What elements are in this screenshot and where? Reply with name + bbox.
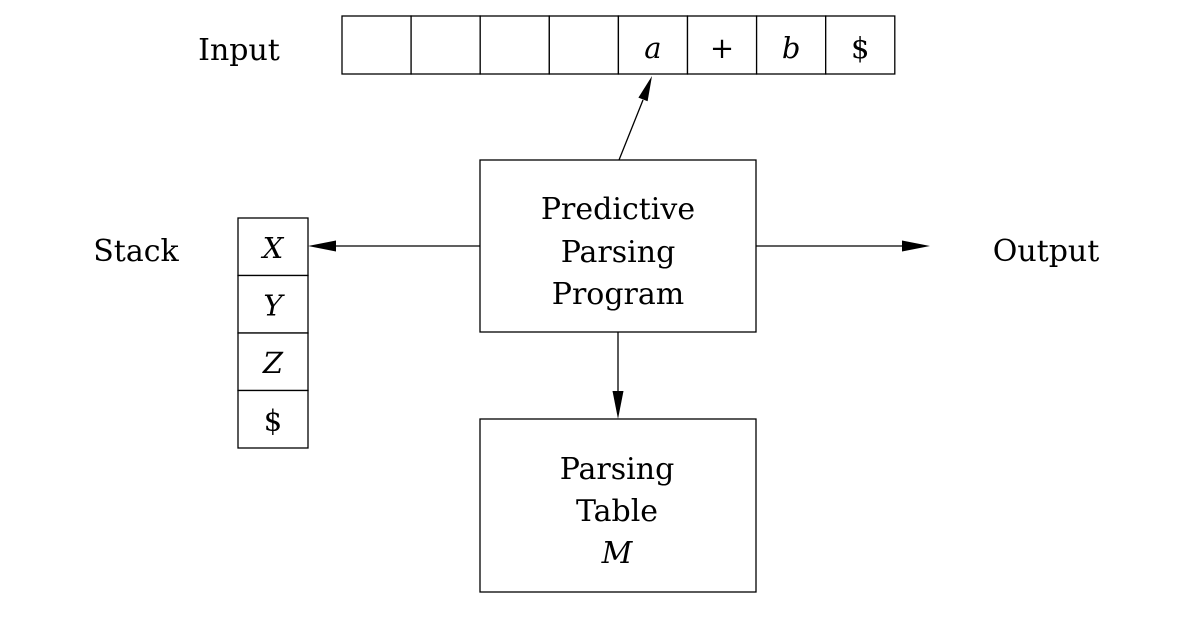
output-label: Output (993, 234, 1100, 269)
stack-symbol: Z (262, 346, 284, 380)
arrow-program-to-stack (308, 240, 480, 252)
input-tape-cell (548, 15, 620, 75)
input-tape-symbol: $ (851, 31, 869, 65)
input-tape-symbol: a (644, 31, 661, 65)
arrow-program-to-input (618, 76, 652, 161)
parsing-table-box (479, 418, 757, 593)
stack-cell (237, 274, 309, 334)
stack-symbol: Y (263, 289, 285, 323)
arrow-program-to-table (612, 332, 624, 419)
stack-symbol: X (261, 231, 285, 265)
arrow-program-to-output (756, 240, 930, 252)
input-tape-cell (341, 15, 412, 75)
stack: XYZ $ (237, 217, 309, 449)
stack-cell (237, 389, 309, 449)
input-tape-cell (410, 15, 481, 75)
input-tape-cell (825, 15, 896, 75)
input-tape-cell (617, 15, 689, 75)
program-box-line-1: Predictive (541, 192, 695, 227)
stack-symbol: $ (264, 404, 282, 438)
stack-label: Stack (93, 234, 179, 269)
input-tape-cell (755, 15, 827, 75)
input-tape-symbol: + (710, 31, 734, 65)
input-label: Input (198, 33, 280, 68)
program-box-line-2: Parsing (561, 235, 676, 270)
input-tape-cell (479, 15, 550, 75)
input-tape-cell (686, 15, 758, 75)
input-tape: a + b $ (341, 15, 896, 75)
table-box-line-2: Table (576, 494, 658, 529)
input-tape-symbol: b (782, 31, 801, 65)
table-box-line-3: M (601, 536, 634, 571)
program-box-line-3: Program (552, 277, 684, 312)
table-box-line-1: Parsing (560, 452, 675, 487)
